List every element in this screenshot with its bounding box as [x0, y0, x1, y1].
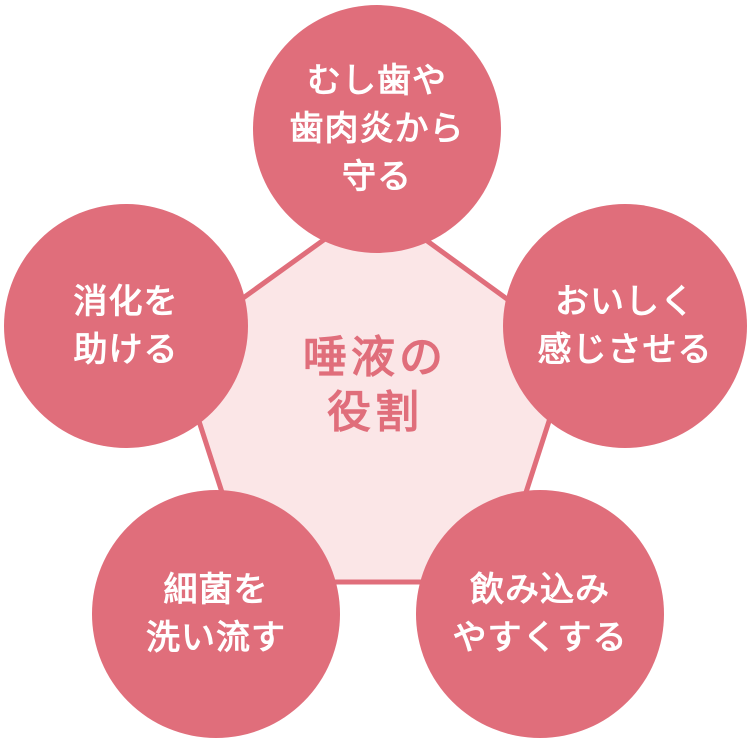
role-label: むし歯や 歯肉炎から 守る: [289, 60, 465, 198]
role-label: 飲み込み やすくする: [452, 569, 628, 658]
center-title: 唾液の 役割: [303, 332, 447, 438]
role-circle-wash: 細菌を 洗い流す: [92, 490, 340, 738]
role-circle-taste: おいしく 感じさせる: [503, 204, 747, 448]
role-label: おいしく 感じさせる: [537, 281, 713, 370]
role-circle-digest: 消化を 助ける: [4, 204, 248, 448]
role-label: 消化を 助ける: [73, 281, 179, 370]
role-circle-swallow: 飲み込み やすくする: [416, 490, 664, 738]
role-circle-protect: むし歯や 歯肉炎から 守る: [253, 5, 501, 253]
role-label: 細菌を 洗い流す: [146, 569, 286, 658]
